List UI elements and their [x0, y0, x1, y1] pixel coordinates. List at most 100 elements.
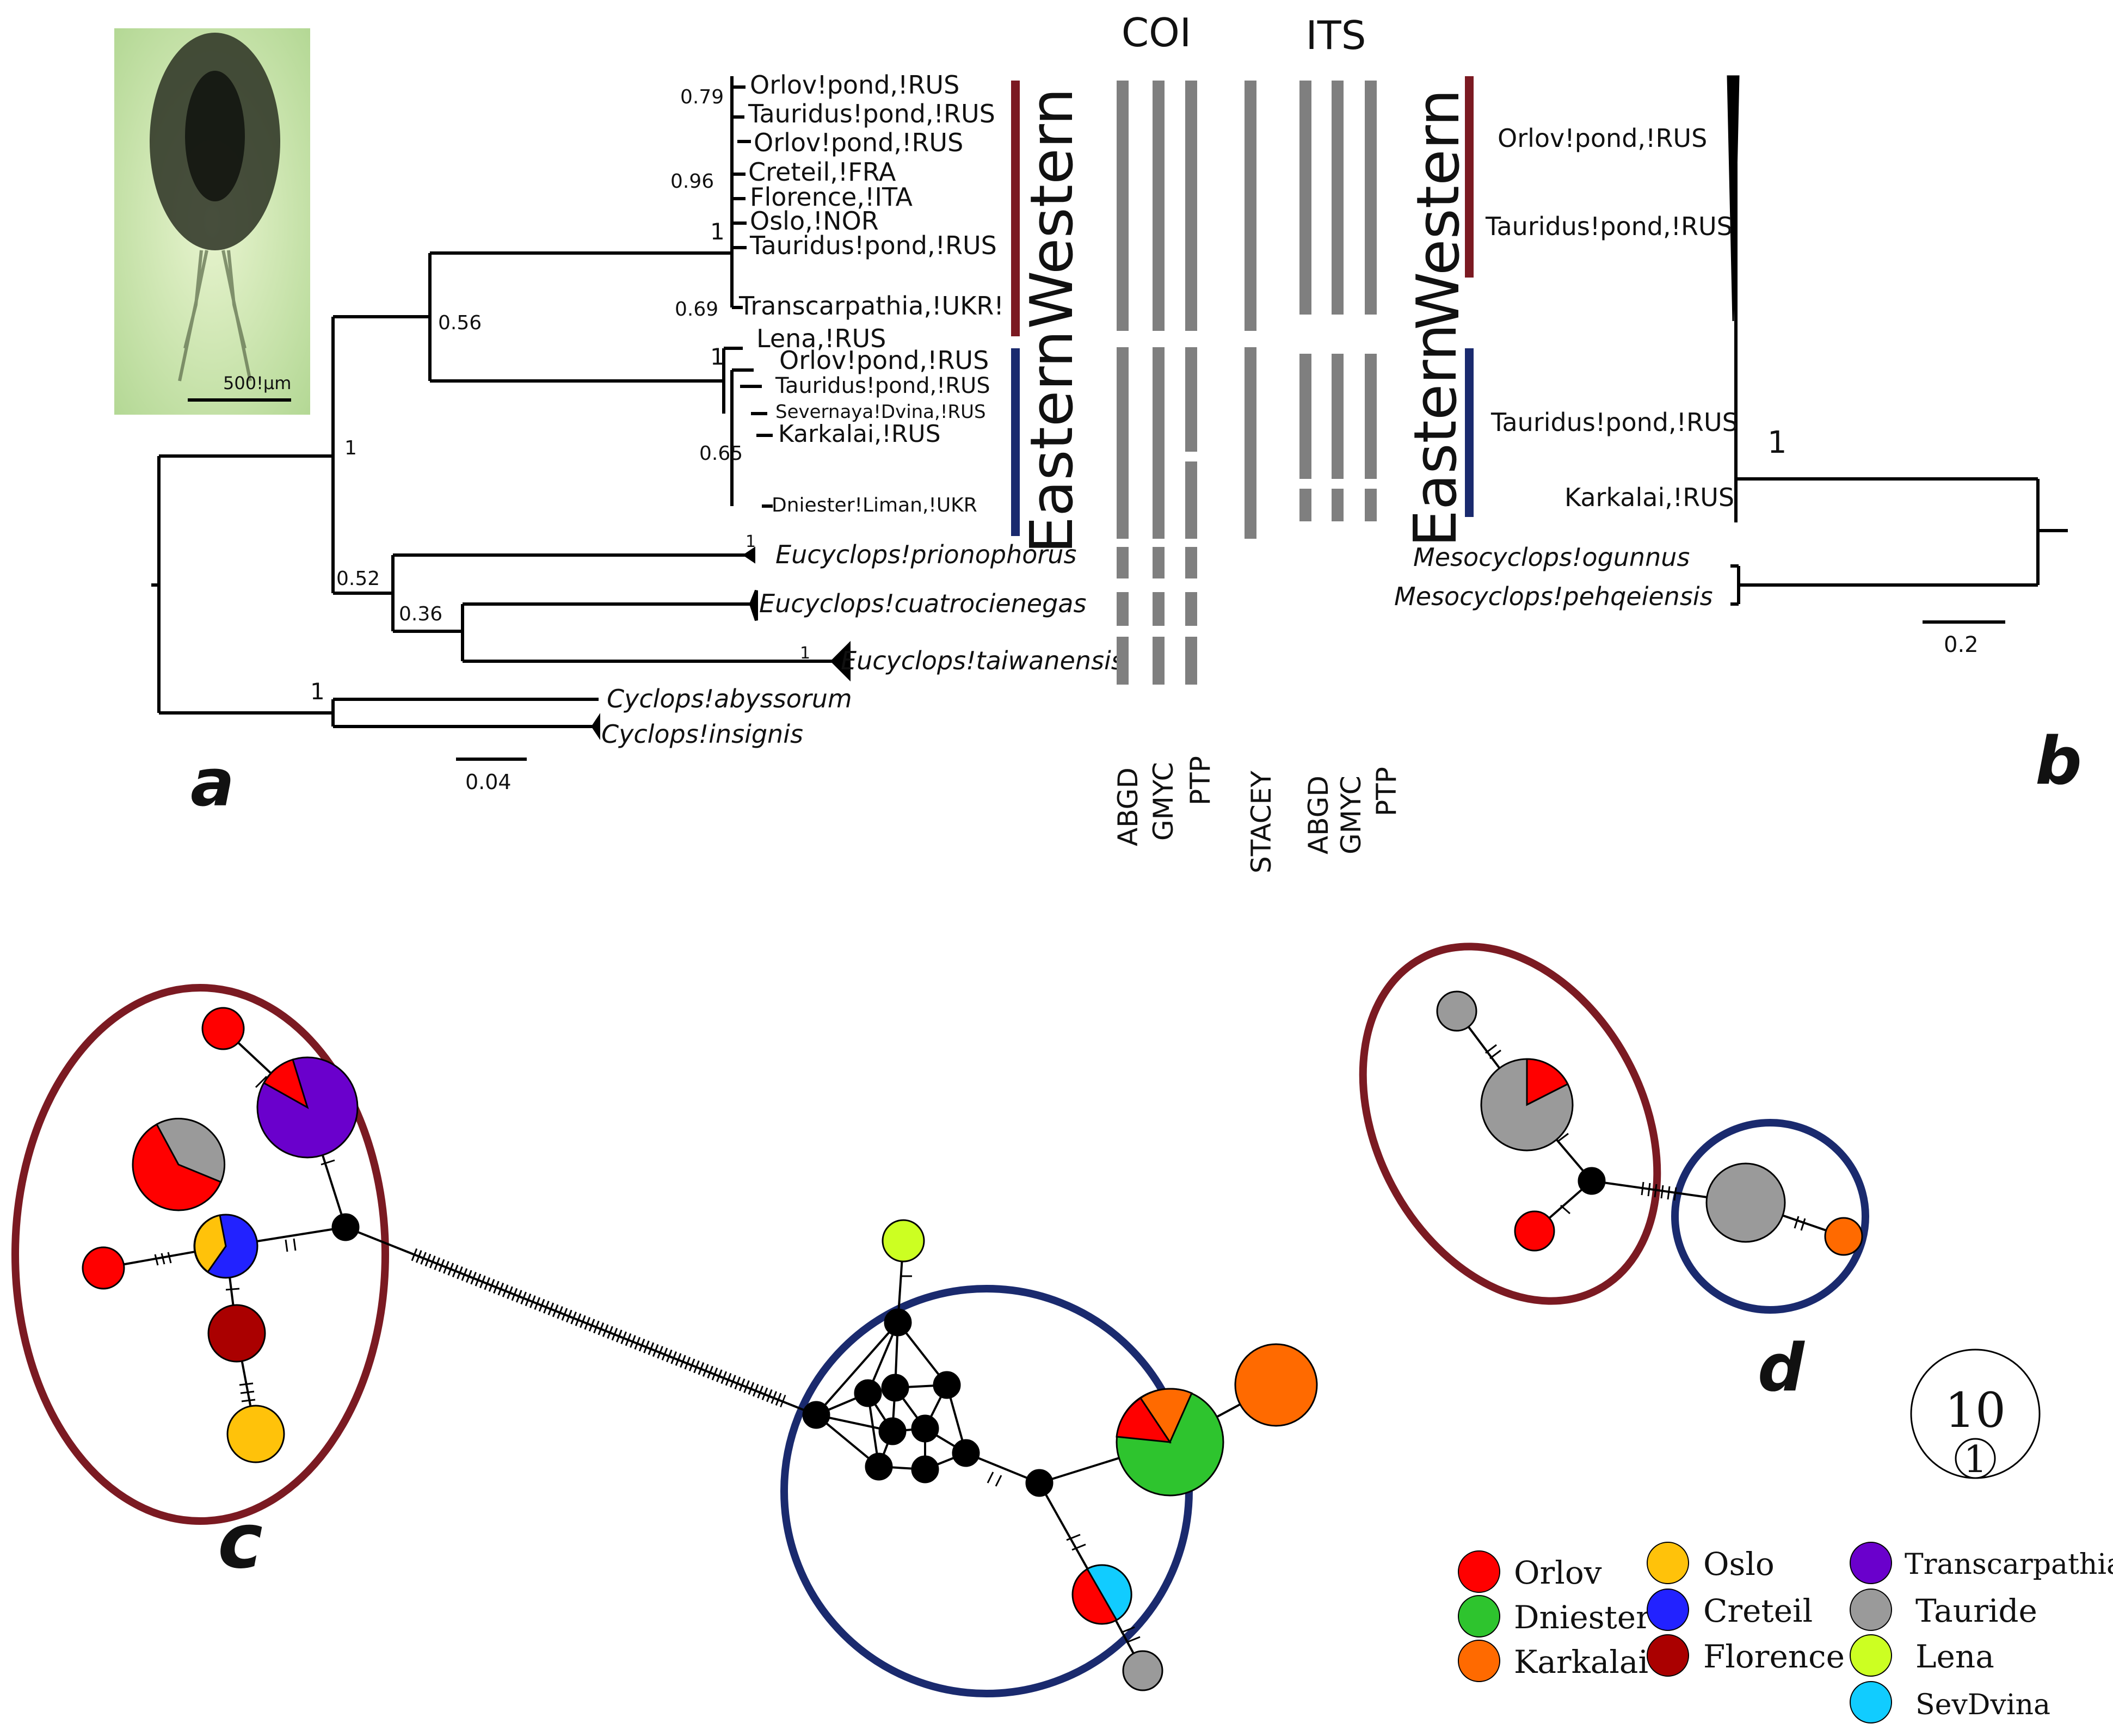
support-value: 1	[800, 644, 810, 663]
network-d-haplotypes	[1436, 990, 1863, 1256]
svg-text:Lena: Lena	[1915, 1638, 1994, 1675]
haplotype-orlov	[82, 1246, 125, 1290]
taxon-label: Transcarpathia,!UKR!	[738, 291, 1004, 321]
support-value: 0.36	[399, 603, 442, 625]
taxon-label: Creteil,!FRA	[748, 157, 896, 187]
eastern-clade-bar	[1011, 348, 1020, 536]
taxon-label: Orlov!pond,!RUS	[1498, 124, 1707, 153]
tree-a-supports: 0.79 0.96 1 0.69 0.56 1 0.65 1 1 0.52 0.…	[310, 86, 810, 705]
network-c-haplotypes	[82, 1007, 1318, 1691]
haplotype-orlov	[1514, 1210, 1555, 1252]
median-vector	[802, 1401, 830, 1429]
svg-text:Oslo: Oslo	[1703, 1546, 1775, 1583]
haplotype-lena	[882, 1219, 925, 1263]
haplotype-tauride	[1122, 1650, 1163, 1691]
haplotype-florence	[207, 1304, 266, 1363]
method-label: GMYC	[1148, 762, 1179, 841]
taxon-label: Tauridus!pond,!RUS	[1485, 212, 1733, 241]
median-vector	[911, 1414, 939, 1443]
taxon-label: Karkalai,!RUS	[778, 420, 941, 448]
coi-header: COI	[1122, 10, 1191, 56]
svg-text:Transcarpathia: Transcarpathia	[1905, 1548, 2113, 1581]
western-clade-bar	[1011, 81, 1020, 336]
tree-a-taxa: Orlov!pond,!RUS Tauridus!pond,!RUS Orlov…	[601, 70, 1124, 749]
panel-label-b: b	[2035, 724, 2082, 799]
taxon-label: Mesocyclops!ogunnus	[1413, 543, 1690, 572]
legend-item-tauride: Tauride	[1850, 1589, 2037, 1631]
taxon-label: Florence,!ITA	[750, 182, 913, 212]
western-haplogroup-ellipse	[11, 984, 389, 1525]
its-header: ITS	[1306, 13, 1366, 58]
support-value: 0.65	[699, 442, 743, 465]
tree-b-taxa: Orlov!pond,!RUS Tauridus!pond,!RUS Tauri…	[1394, 124, 1738, 611]
method-label: GMYC	[1335, 775, 1367, 854]
haplotype-karkalai	[1824, 1217, 1863, 1256]
haplotype-transcarpathia-orlov	[256, 1056, 359, 1159]
median-vector	[1578, 1167, 1606, 1195]
taxon-label: Lena,!RUS	[756, 324, 886, 353]
haplotype-karkalai	[1234, 1343, 1318, 1427]
taxon-label: Eucyclops!cuatrocienegas	[759, 589, 1086, 618]
legend-item-creteil: Creteil	[1647, 1589, 1813, 1631]
haplotype-dniester-orlov-karkalai	[1116, 1388, 1224, 1497]
copepod-photo: 500!µm	[114, 28, 310, 415]
method-label: ABGD	[1303, 775, 1334, 854]
taxon-label: Tauridus!pond,!RUS	[748, 99, 995, 128]
support-value: 1	[710, 218, 725, 245]
support-value: 1	[344, 437, 357, 459]
taxon-label: Eucyclops!taiwanensis	[841, 646, 1124, 675]
haplotype-tauride	[1705, 1162, 1786, 1243]
taxon-label: Cyclops!abyssorum	[607, 684, 852, 713]
support-value: 1	[746, 532, 756, 551]
population-legend: Orlov Dniester Karkalai Oslo Creteil Flo…	[1458, 1542, 2113, 1723]
photo-scale-label: 500!µm	[223, 373, 291, 393]
method-label: ABGD	[1112, 767, 1144, 846]
haplotype-tauride-orlov	[1480, 1058, 1574, 1152]
median-vector	[865, 1452, 893, 1481]
taxon-label: Cyclops!insignis	[601, 719, 803, 749]
legend-item-orlov: Orlov	[1458, 1550, 1602, 1593]
median-vector	[854, 1379, 882, 1407]
network-d-ticks	[1485, 1044, 1806, 1231]
svg-text:Karkalai: Karkalai	[1514, 1643, 1648, 1680]
taxon-label: Mesocyclops!pehqeiensis	[1394, 582, 1713, 611]
taxon-label: Karkalai,!RUS	[1564, 483, 1734, 512]
taxon-label: Tauridus!pond,!RUS	[1490, 408, 1738, 437]
svg-text:Tauride: Tauride	[1915, 1592, 2037, 1629]
svg-text:Orlov: Orlov	[1514, 1554, 1602, 1591]
legend-item-lena: Lena	[1850, 1634, 1994, 1677]
method-labels: ABGD GMYC PTP STACEY ABGD GMYC PTP	[1112, 756, 1402, 873]
eastern-clade-label: Eastern	[1018, 330, 1086, 553]
western-clade-label-b: Western	[1404, 89, 1473, 330]
support-value: 1	[710, 343, 725, 370]
taxon-label: Oslo,!NOR	[750, 206, 879, 236]
tree-a-scale-label: 0.04	[465, 770, 512, 794]
haplotype-orlov	[201, 1007, 245, 1050]
median-vector	[911, 1455, 939, 1483]
network-c-ticks	[154, 1075, 1255, 1643]
svg-text:SevDvina: SevDvina	[1915, 1689, 2050, 1721]
taxon-label: Eucyclops!prionophorus	[775, 540, 1076, 569]
size-legend: 10 1	[1910, 1349, 2041, 1481]
svg-text:Dniester: Dniester	[1514, 1599, 1651, 1636]
method-label: PTP	[1185, 756, 1216, 805]
svg-text:Florence: Florence	[1703, 1638, 1845, 1675]
legend-item-karkalai: Karkalai	[1458, 1640, 1648, 1682]
median-vector	[881, 1374, 909, 1402]
taxon-label: Orlov!pond,!RUS	[750, 70, 959, 100]
taxon-label: Orlov!pond,!RUS	[754, 128, 963, 157]
legend-item-sevdvina: SevDvina	[1850, 1681, 2050, 1723]
legend-item-florence: Florence	[1647, 1634, 1845, 1677]
eastern-its-circle	[1671, 1119, 1869, 1314]
taxon-label: Tauridus!pond,!RUS	[749, 231, 997, 260]
size-legend-small: 1	[1963, 1438, 1987, 1481]
western-its-ellipse	[1359, 943, 1661, 1305]
median-vector	[933, 1371, 961, 1399]
haplotype-oslo	[226, 1405, 285, 1463]
size-legend-large: 10	[1945, 1382, 2006, 1438]
tree-b-support: 1	[1767, 425, 1787, 460]
taxon-label: Dniester!Liman,!UKR	[772, 494, 977, 516]
coi-phylogeny-tree	[151, 76, 851, 761]
eastern-clade-bar-b	[1465, 348, 1474, 517]
